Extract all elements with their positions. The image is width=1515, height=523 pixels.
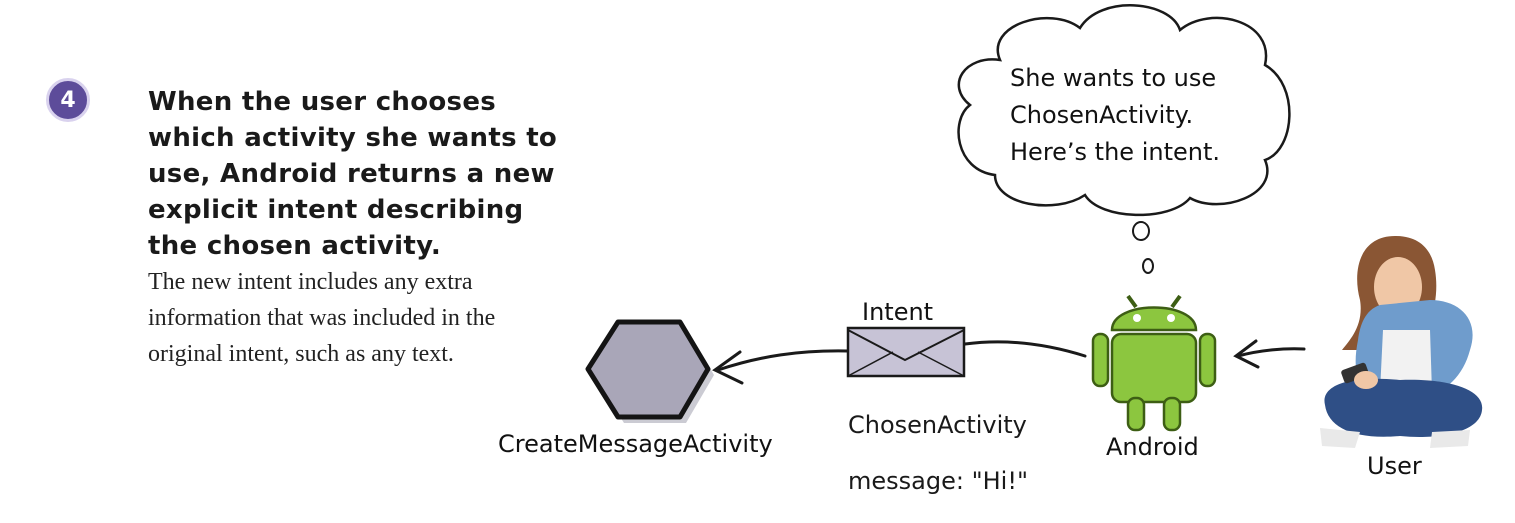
intent-to-activity-line [716,349,850,372]
intent-target-label: ChosenActivity [848,411,1027,439]
user-to-android-line [1236,347,1306,358]
intent-flow-diagram [585,4,1483,448]
android-label: Android [1106,433,1199,461]
flow-arrows [712,339,1306,385]
intent-label: Intent [862,298,934,326]
envelope-icon [846,326,966,378]
intent-details: ChosenActivity message: "Hi!" [848,383,1028,523]
thought-bubble-text: She wants to use ChosenActivity. Here’s … [1010,60,1270,171]
user-label: User [1367,452,1422,480]
intent-message-label: message: "Hi!" [848,467,1028,495]
hexagon-activity-icon [585,319,714,423]
android-to-intent-line [963,340,1087,358]
thought-line-3: Here’s the intent. [1010,138,1220,166]
arrowhead-to-android [1233,339,1260,369]
user-with-phone-icon [1320,236,1483,448]
step-number-badge: 4 [46,78,90,122]
thought-line-1: She wants to use [1010,64,1217,92]
step-description: The new intent includes any extra inform… [148,269,496,367]
thought-line-2: ChosenActivity. [1010,101,1194,129]
android-robot-icon [1091,294,1217,432]
arrowhead-to-activity [712,350,744,385]
create-message-activity-label: CreateMessageActivity [498,430,773,458]
thought-cloud [957,4,1291,274]
step-heading: When the user chooses which activity she… [148,87,558,261]
